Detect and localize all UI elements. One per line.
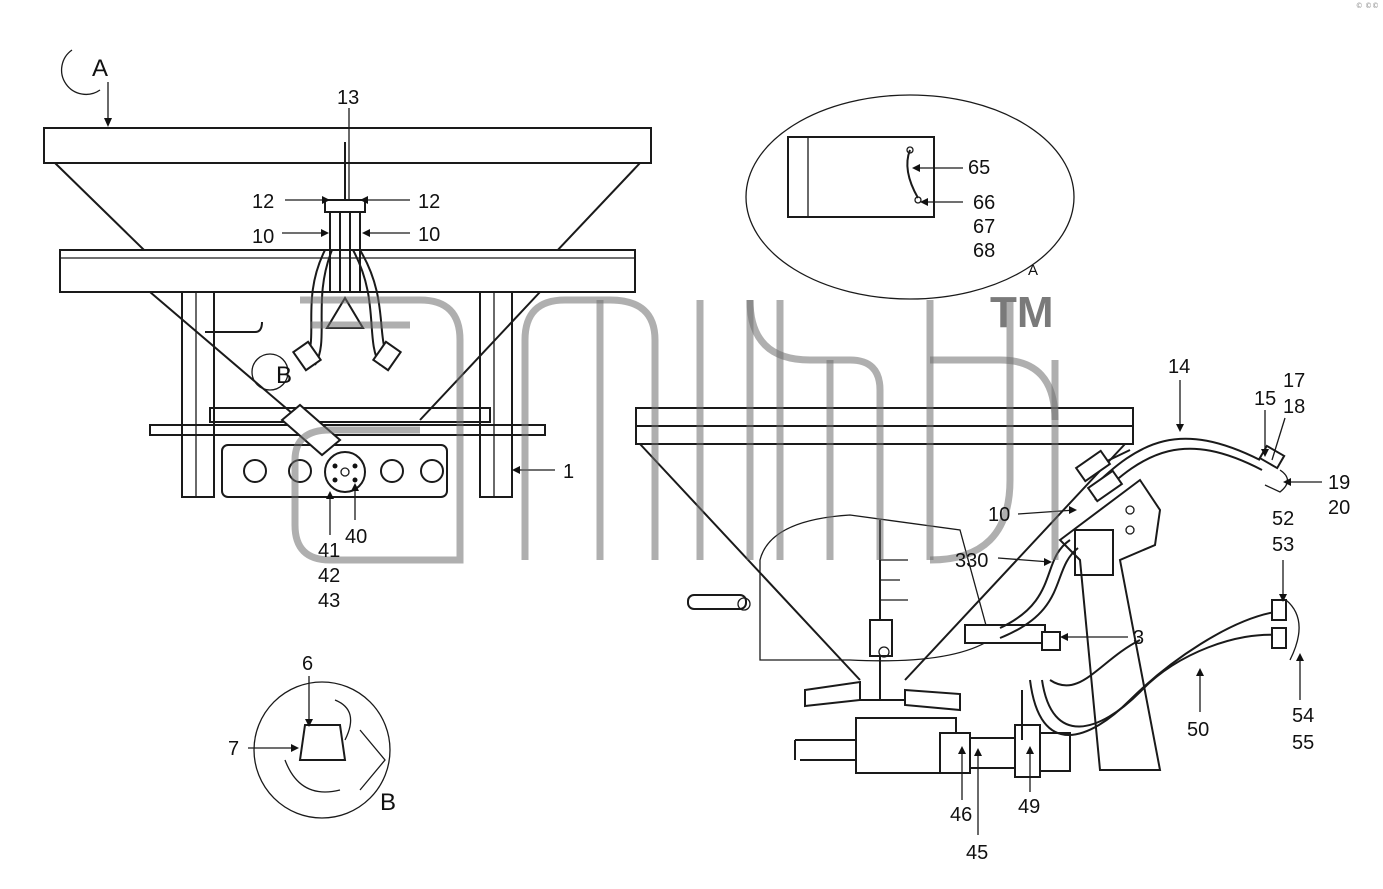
label-part-1: 1 — [563, 461, 574, 483]
label-part-67: 67 — [973, 216, 995, 238]
label-part-55: 55 — [1292, 732, 1314, 754]
label-part-41: 41 — [318, 540, 340, 562]
label-part-13: 13 — [337, 87, 359, 109]
label-part-68: 68 — [973, 240, 995, 262]
label-part-66: 66 — [973, 192, 995, 214]
part-labels: A 13 12 12 10 10 B 1 41 40 42 43 6 7 B 6… — [92, 55, 1350, 864]
label-view-b-title: B — [380, 789, 396, 816]
label-part-65: 65 — [968, 157, 990, 179]
label-part-54: 54 — [1292, 705, 1314, 727]
label-part-10-left: 10 — [252, 226, 274, 248]
label-part-12-right: 12 — [418, 191, 440, 213]
label-part-6: 6 — [302, 653, 313, 675]
label-part-15: 15 — [1254, 388, 1276, 410]
front-view-assembly — [43, 127, 652, 498]
label-part-7: 7 — [228, 738, 239, 760]
label-part-12-left: 12 — [252, 191, 274, 213]
leader-lines-left — [282, 108, 555, 535]
view-a-callout-arc — [60, 49, 101, 96]
label-part-42: 42 — [318, 565, 340, 587]
label-part-53: 53 — [1272, 534, 1294, 556]
label-part-19: 19 — [1328, 472, 1350, 494]
label-part-49: 49 — [1018, 796, 1040, 818]
label-part-43: 43 — [318, 590, 340, 612]
label-part-3: 3 — [1133, 627, 1144, 649]
label-part-17: 17 — [1283, 370, 1305, 392]
leader-lines-right — [958, 380, 1322, 835]
watermark-trademark: TM — [990, 288, 1054, 337]
label-part-50: 50 — [1187, 719, 1209, 741]
label-part-14: 14 — [1168, 356, 1190, 378]
label-part-10-side: 10 — [988, 504, 1010, 526]
label-part-45: 45 — [966, 842, 988, 864]
label-view-a-detail: A — [1028, 262, 1038, 279]
label-part-18: 18 — [1283, 396, 1305, 418]
detail-a-ellipse — [745, 94, 1075, 300]
label-part-40: 40 — [345, 526, 367, 548]
label-part-10-right: 10 — [418, 224, 440, 246]
detail-b-circle — [248, 676, 391, 819]
label-view-b-callout: B — [276, 362, 292, 389]
side-view-assembly — [635, 407, 1300, 778]
label-part-20: 20 — [1328, 497, 1350, 519]
watermark-logo — [291, 296, 1059, 564]
label-view-a-title: A — [92, 55, 108, 82]
corner-mark: © ©© — [1355, 2, 1379, 10]
label-part-330: 330 — [955, 550, 988, 572]
label-part-46: 46 — [950, 804, 972, 826]
label-part-52: 52 — [1272, 508, 1294, 530]
